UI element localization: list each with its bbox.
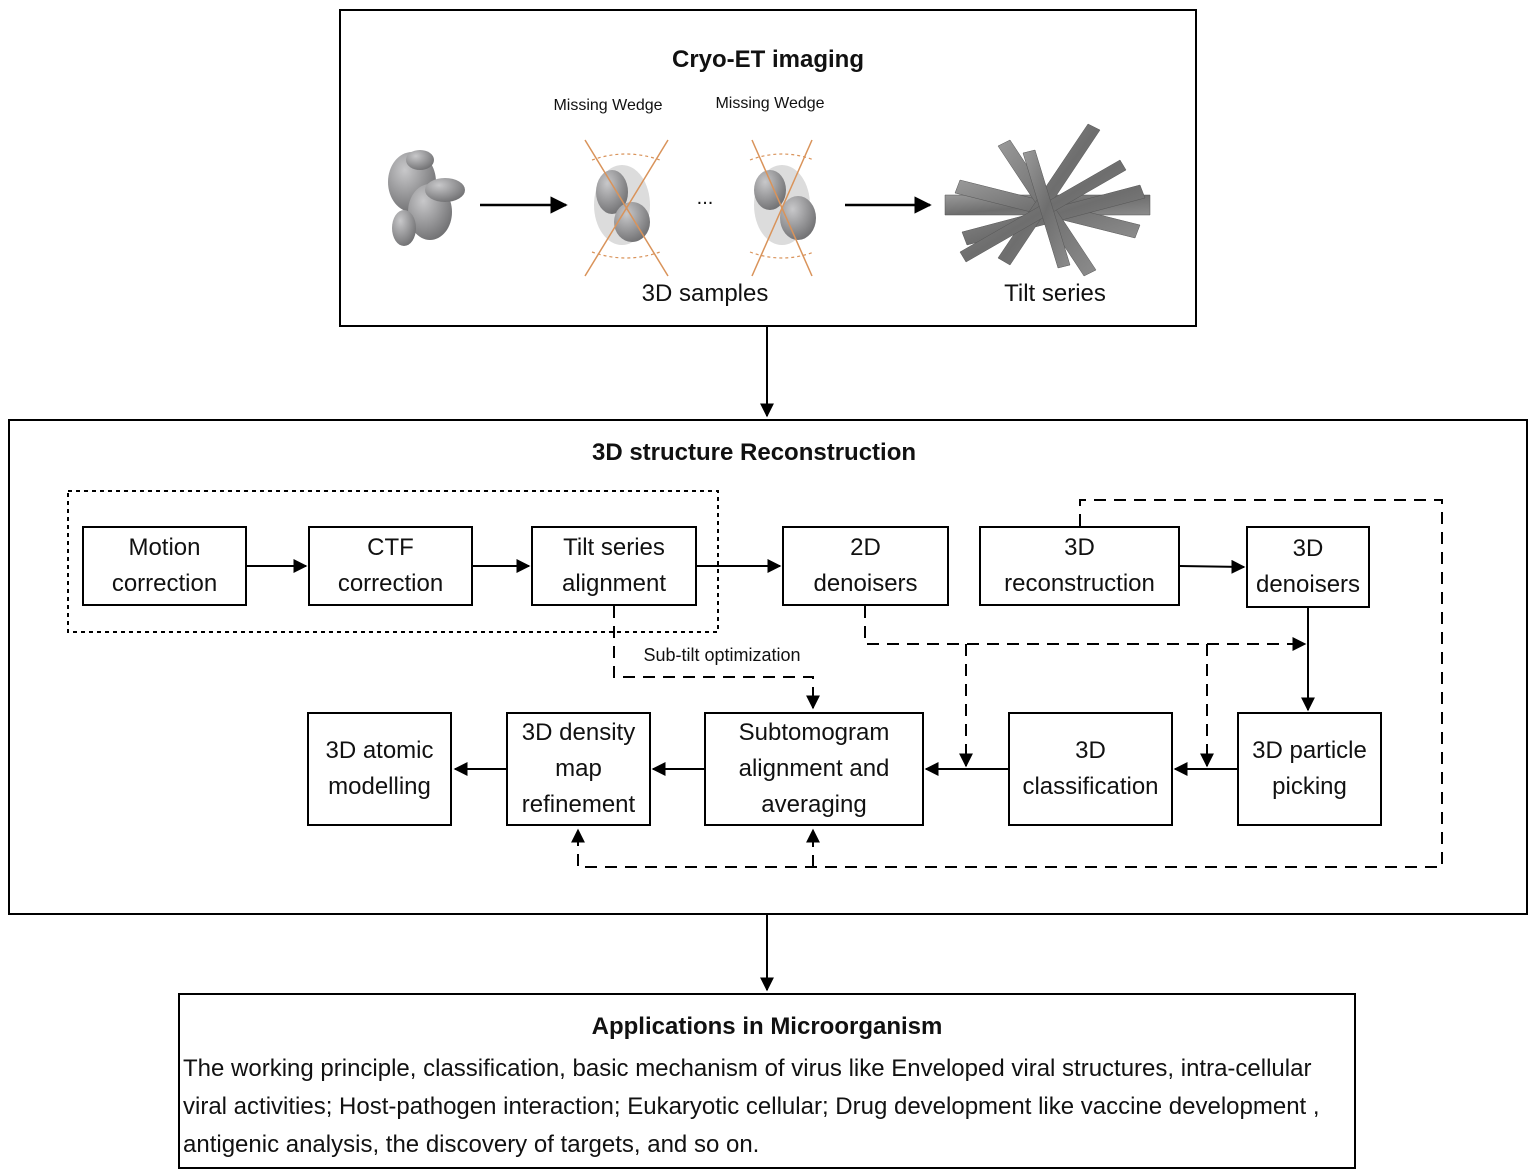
tilt-series-slabs-icon bbox=[944, 123, 1151, 277]
imaging-title: Cryo-ET imaging bbox=[671, 46, 864, 73]
missing-wedge-label-2: Missing Wedge bbox=[715, 95, 825, 112]
applications-panel bbox=[178, 993, 1356, 1169]
density-map-refinement-box: 3D density map refinement bbox=[506, 712, 651, 826]
reconstruction-panel bbox=[8, 419, 1528, 915]
applications-text: The working principle, classification, b… bbox=[183, 1055, 1320, 1158]
sample-blob-icon bbox=[388, 150, 465, 246]
3d-classification-box: 3D classification bbox=[1008, 712, 1173, 826]
reconstruction-title: 3D structure Reconstruction bbox=[591, 439, 917, 466]
missing-wedge-label-1: Missing Wedge bbox=[553, 97, 663, 114]
tilt-series-label: Tilt series bbox=[1004, 280, 1106, 307]
2d-denoisers-box: 2D denoisers bbox=[782, 526, 949, 606]
ellipsis: ... bbox=[696, 187, 714, 209]
subtomogram-averaging-box: Subtomogram alignment and averaging bbox=[704, 712, 924, 826]
missing-wedge-sample-1-icon bbox=[584, 139, 669, 277]
samples-label: 3D samples bbox=[641, 280, 769, 307]
missing-wedge-sample-2-icon bbox=[749, 139, 816, 277]
3d-denoisers-box: 3D denoisers bbox=[1246, 526, 1370, 608]
ctf-correction-box: CTF correction bbox=[308, 526, 473, 606]
3d-atomic-modelling-box: 3D atomic modelling bbox=[307, 712, 452, 826]
3d-reconstruction-box: 3D reconstruction bbox=[979, 526, 1180, 606]
tilt-series-alignment-box: Tilt series alignment bbox=[531, 526, 697, 606]
motion-correction-box: Motion correction bbox=[82, 526, 247, 606]
applications-title: Applications in Microorganism bbox=[591, 1013, 943, 1040]
3d-particle-picking-box: 3D particle picking bbox=[1237, 712, 1382, 826]
cryo-et-imaging-panel bbox=[339, 9, 1197, 327]
sub-tilt-optimization-label: Sub-tilt optimization bbox=[643, 645, 801, 665]
